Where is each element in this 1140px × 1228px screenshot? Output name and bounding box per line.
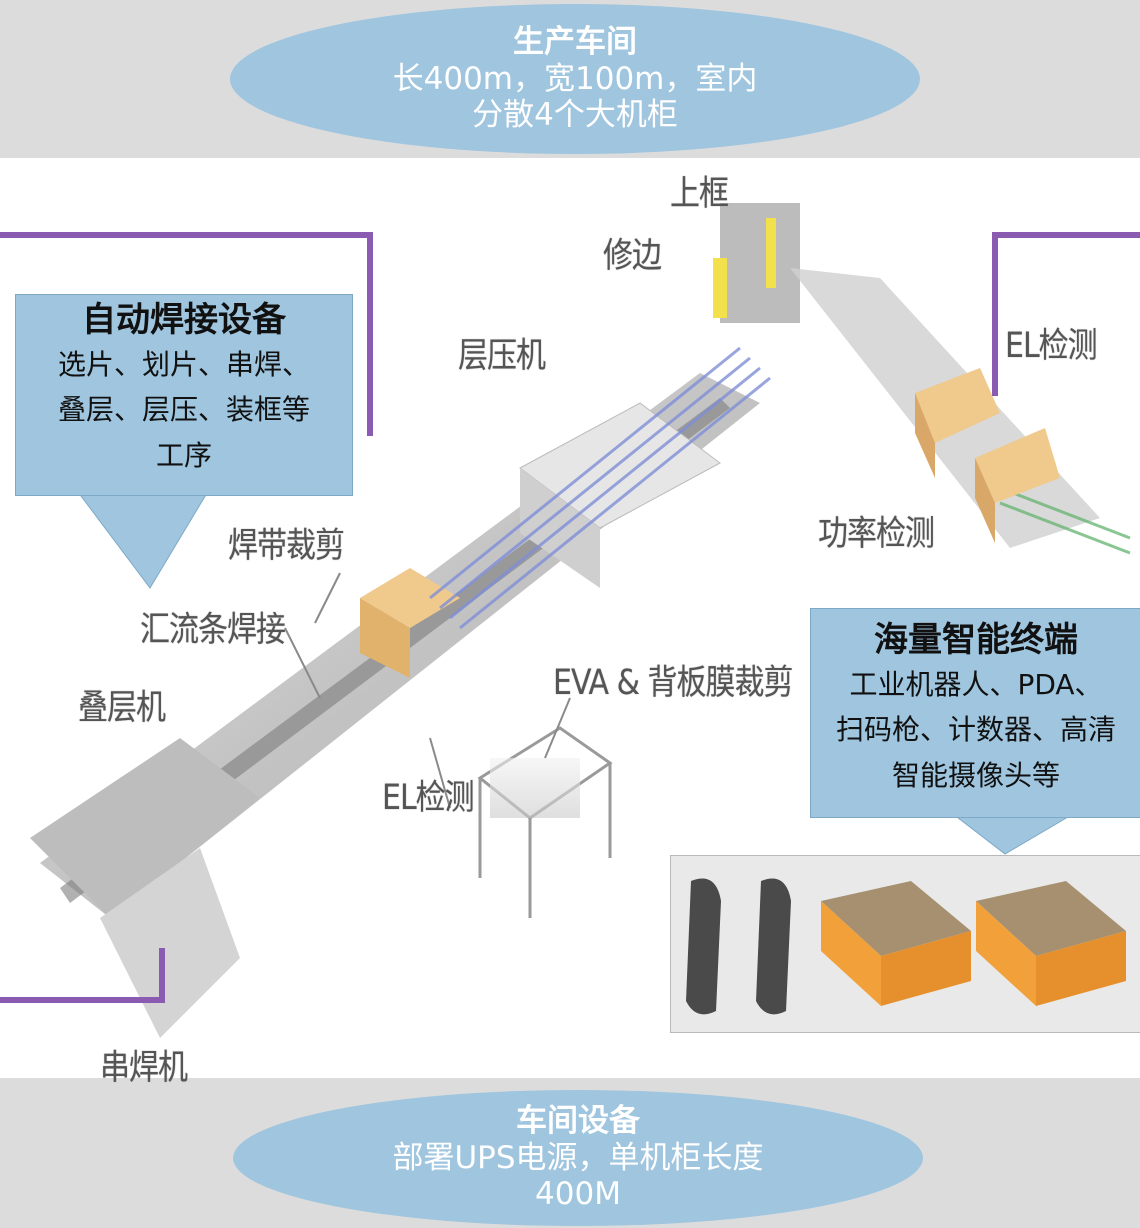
power-box-top bbox=[975, 428, 1060, 503]
power-box-side bbox=[975, 458, 995, 543]
workshop-line-1: 长400m，宽100m，室内 bbox=[392, 60, 758, 97]
frame-machine bbox=[720, 203, 800, 323]
terminals-line-1: 工业机器人、PDA、 bbox=[849, 667, 1103, 701]
robot-image-box bbox=[670, 855, 1140, 1033]
equipment-line-1: 部署UPS电源，单机柜长度 bbox=[392, 1139, 764, 1176]
label-ribbon-cut: 焊带裁剪 bbox=[228, 525, 345, 567]
terminals-line-3: 智能摄像头等 bbox=[891, 758, 1060, 792]
orange-agv-2 bbox=[976, 881, 1126, 1006]
yellow-post-left bbox=[713, 258, 727, 318]
terminals-line-2: 扫码枪、计数器、高清 bbox=[835, 713, 1116, 747]
bracket-left-top bbox=[0, 232, 373, 436]
label-laminator: 层压机 bbox=[458, 335, 546, 377]
label-power-test: 功率检测 bbox=[818, 513, 935, 555]
label-edge-trim: 修边 bbox=[603, 235, 662, 277]
label-busbar-weld: 汇流条焊接 bbox=[140, 609, 286, 651]
terminals-callout: 海量智能终端 工业机器人、PDA、 扫码枪、计数器、高清 智能摄像头等 bbox=[810, 608, 1140, 818]
welding-title: 自动焊接设备 bbox=[82, 300, 286, 340]
welding-line-3: 工序 bbox=[155, 438, 212, 472]
robot-illustrations bbox=[686, 878, 1126, 1015]
layup-box-side bbox=[360, 598, 410, 678]
equipment-ellipse: 车间设备 部署UPS电源，单机柜长度 400M bbox=[233, 1090, 923, 1226]
blue-panel-belts bbox=[429, 346, 771, 630]
yellow-post-right bbox=[766, 218, 776, 288]
label-el-test-right: EL检测 bbox=[1005, 325, 1098, 367]
welding-callout: 自动焊接设备 选片、划片、串焊、 叠层、层压、装框等 工序 bbox=[15, 294, 353, 496]
el-box-top bbox=[915, 368, 1000, 443]
production-line-drawing bbox=[0, 203, 1140, 1038]
welding-callout-tail bbox=[74, 487, 211, 589]
workshop-ellipse: 生产车间 长400m，宽100m，室内 分散4个大机柜 bbox=[230, 4, 920, 154]
equipment-title: 车间设备 bbox=[516, 1103, 640, 1140]
label-el-test-mid: EL检测 bbox=[382, 777, 475, 819]
orange-agv-1 bbox=[821, 881, 971, 1006]
green-rollers bbox=[999, 486, 1131, 555]
bracket-right-top bbox=[992, 232, 1140, 396]
stringer-machine bbox=[30, 738, 260, 918]
eva-table bbox=[490, 758, 580, 818]
bracket-left-bottom bbox=[0, 948, 165, 1003]
workshop-line-2: 分散4个大机柜 bbox=[472, 97, 678, 134]
black-device-1 bbox=[686, 878, 721, 1015]
workshop-title: 生产车间 bbox=[513, 24, 637, 61]
welding-line-2: 叠层、层压、装框等 bbox=[57, 393, 310, 427]
equipment-line-2: 400M bbox=[535, 1176, 621, 1213]
terminals-title: 海量智能终端 bbox=[874, 620, 1078, 660]
label-top-frame: 上框 bbox=[670, 173, 729, 215]
label-eva-cut: EVA & 背板膜裁剪 bbox=[553, 662, 794, 704]
pointer-lines bbox=[284, 572, 571, 809]
label-stringer: 串焊机 bbox=[100, 1047, 188, 1089]
label-layup: 叠层机 bbox=[78, 687, 166, 729]
black-device-2 bbox=[756, 878, 791, 1015]
el-box-side bbox=[915, 393, 935, 478]
stringer-base bbox=[100, 848, 240, 1038]
welding-line-1: 选片、划片、串焊、 bbox=[57, 347, 310, 381]
